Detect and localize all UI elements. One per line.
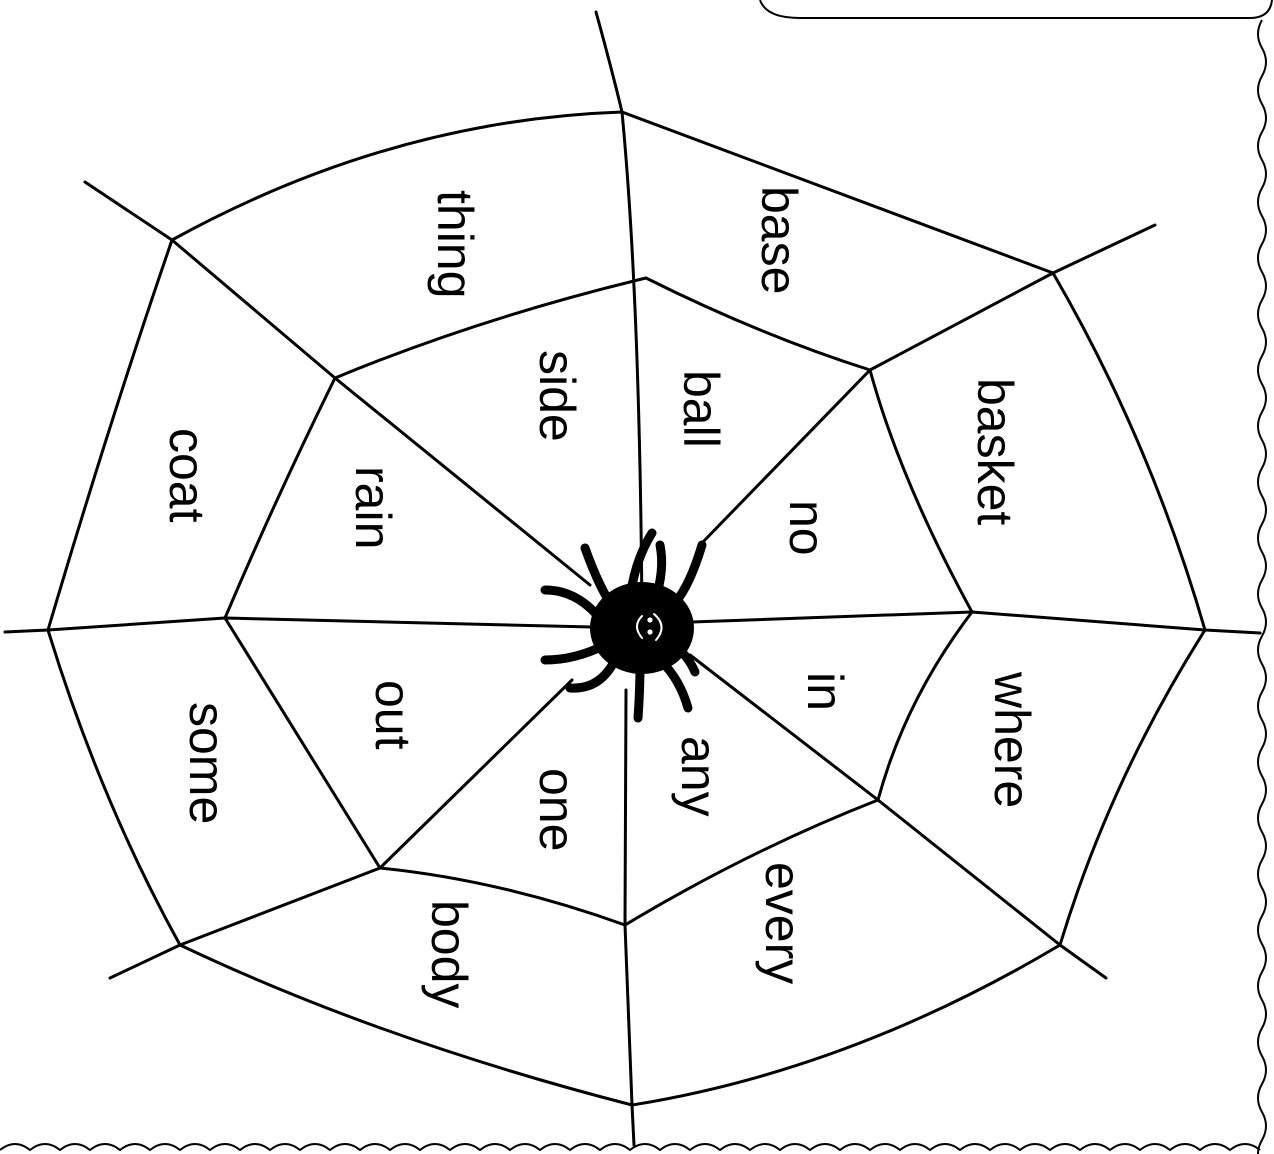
word-coat: coat [159,428,215,523]
right-wavy-border [1258,20,1266,1154]
word-any: any [671,736,727,817]
inner-ring-words: side ball no in any one out rain [345,350,853,851]
web-inner-ring [225,278,972,925]
bottom-wavy-border [0,1144,1260,1150]
header-tab-outline [760,0,1272,18]
word-basket: basket [967,378,1023,525]
word-in: in [797,672,853,711]
spider-body [590,582,694,674]
word-side: side [529,350,585,442]
word-no: no [779,500,835,556]
word-some: some [179,702,235,824]
word-ball: ball [673,370,729,448]
word-out: out [365,680,421,750]
word-every: every [755,862,811,984]
word-one: one [529,768,585,851]
word-thing: thing [427,190,483,298]
word-base: base [751,186,807,294]
word-rain: rain [345,466,401,549]
word-where: where [984,671,1040,808]
word-body: body [421,900,477,1008]
outer-ring-words: base basket where every body some coat t… [159,186,1040,1008]
